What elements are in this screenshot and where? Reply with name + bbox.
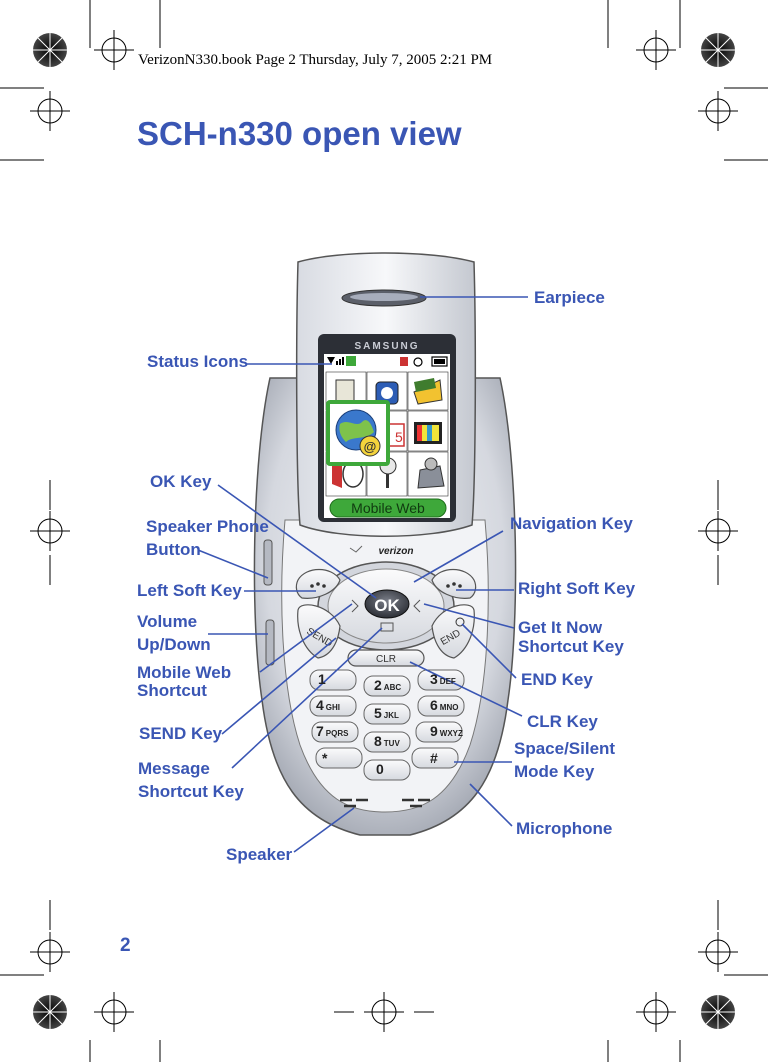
key-digit: 1	[318, 671, 326, 687]
starburst-marks	[33, 33, 735, 1029]
callout-status-icons: Status Icons	[147, 352, 249, 371]
key-star[interactable]: *	[322, 750, 327, 766]
svg-text:5: 5	[395, 429, 403, 445]
callout-send-key: SEND Key	[139, 724, 223, 743]
callout-space-silent-line1: Space/Silent	[514, 739, 616, 758]
key-digit: 2	[374, 677, 382, 693]
phone-keypad: verizon OK SEND END CLR	[295, 545, 477, 781]
callout-message: Message Shortcut Key	[138, 758, 244, 802]
key-digit: 3	[430, 671, 438, 687]
callout-get-it-now: Get It Now Shortcut Key	[518, 617, 624, 657]
svg-text:SAMSUNG: SAMSUNG	[354, 341, 419, 352]
page-title: SCH-n330 open view	[137, 115, 462, 152]
callout-navigation-key: Navigation Key	[510, 514, 633, 533]
callout-left-soft-key: Left Soft Key	[137, 581, 242, 600]
callout-speaker: Speaker	[226, 845, 293, 864]
callout-mobile-web: Mobile Web Shortcut	[137, 662, 231, 701]
callout-space-silent-line2: Mode Key	[514, 762, 595, 781]
callout-leader-lines	[197, 296, 528, 853]
earpiece-slot	[341, 289, 427, 307]
svg-text:CLR: CLR	[376, 654, 396, 665]
key-digit: 0	[376, 761, 384, 777]
mobile-web-icon: @	[326, 400, 390, 466]
svg-text:OK: OK	[374, 596, 400, 615]
key-digit: 5	[374, 705, 382, 721]
callout-mobile-web-line2: Shortcut	[137, 681, 207, 700]
callout-get-it-now-line1: Get It Now	[518, 618, 603, 637]
callout-clr-key: CLR Key	[527, 712, 598, 731]
key-hash[interactable]: #	[430, 750, 438, 766]
key-letters: JKL	[383, 711, 399, 720]
callout-end-key: END Key	[521, 670, 593, 689]
callout-speaker-phone-line2: Button	[146, 540, 201, 559]
phone-flip: SAMSUNG	[295, 252, 477, 537]
callout-space-silent: Space/Silent Mode Key	[514, 738, 615, 782]
key-digit: 4	[316, 697, 324, 713]
callout-volume: Volume Up/Down	[137, 611, 211, 655]
callout-volume-line2: Up/Down	[137, 635, 211, 654]
callout-mobile-web-line1: Mobile Web	[137, 663, 232, 682]
page-number: 2	[120, 935, 131, 956]
key-digit: 9	[430, 723, 438, 739]
callout-ok-key: OK Key	[150, 472, 212, 491]
callout-earpiece: Earpiece	[534, 288, 605, 307]
callout-message-line2: Shortcut Key	[138, 782, 244, 801]
key-letters: GHI	[325, 703, 341, 712]
print-header: VerizonN330.book Page 2 Thursday, July 7…	[138, 52, 493, 68]
status-icons-bar	[324, 354, 450, 368]
svg-text:Mobile Web: Mobile Web	[351, 500, 425, 516]
key-letters: WXYZ	[439, 729, 463, 738]
key-digit: #	[430, 750, 438, 766]
callout-get-it-now-line2: Shortcut Key	[518, 637, 624, 656]
key-0[interactable]: 0	[376, 761, 384, 777]
key-letters: DEF	[439, 677, 456, 686]
callout-speaker-phone-line1: Speaker Phone	[146, 517, 269, 536]
key-digit: 7	[316, 723, 324, 739]
key-digit: 8	[374, 733, 382, 749]
callout-microphone: Microphone	[516, 819, 613, 838]
key-letters: PQRS	[325, 729, 349, 738]
svg-text:@: @	[364, 439, 377, 454]
key-letters: TUV	[383, 739, 400, 748]
key-digit: *	[322, 750, 328, 766]
key-letters: MNO	[439, 703, 459, 712]
callout-right-soft-key: Right Soft Key	[518, 579, 636, 598]
svg-text:verizon: verizon	[378, 546, 413, 557]
callout-speaker-phone: Speaker Phone Button	[146, 516, 269, 560]
speaker-grille	[340, 798, 430, 808]
callout-volume-line1: Volume	[137, 612, 198, 631]
key-letters: ABC	[383, 683, 402, 692]
callout-message-line1: Message	[138, 759, 210, 778]
key-digit: 6	[430, 697, 438, 713]
key-1[interactable]: 1	[318, 671, 326, 687]
